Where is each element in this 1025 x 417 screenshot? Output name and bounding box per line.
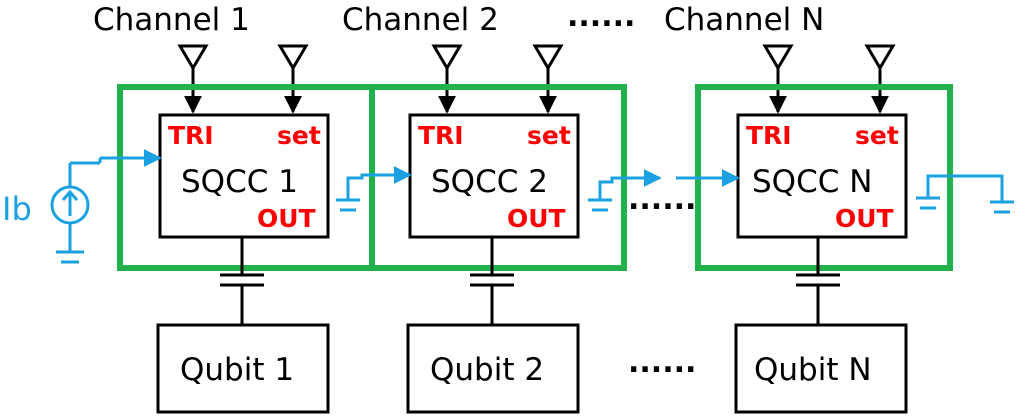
qubit-ellipsis: ...... [628,345,696,380]
channel-label-2: Channel 2 [342,2,499,38]
antenna-icon [762,44,794,114]
qubit-label-n: Qubit N [754,352,872,388]
qubit-box-1 [156,323,330,414]
capacitor-icon [470,237,514,325]
ground-icon [990,200,1014,214]
ground-icon [916,196,940,210]
signal-arrow-1-2 [346,166,412,200]
sqcc-n-out-label: OUT [835,204,894,233]
sqcc-box-1 [158,113,330,239]
sqcc-ellipsis: ...... [628,182,696,217]
channel-ellipsis: ...... [567,0,635,34]
current-source-icon [50,185,90,225]
sqcc-2-set-label: set [527,121,571,150]
qubit-label-1: Qubit 1 [180,352,294,388]
bias-current-label: Ib [2,190,32,228]
sqcc-1-tri-label: TRI [168,121,214,150]
ground-icon [588,198,612,212]
sqcc-2-out-label: OUT [507,204,566,233]
signal-arrow-2-next [598,169,662,200]
qubit-box-2 [406,323,580,414]
antenna-icon [431,44,463,114]
channel-label-n: Channel N [664,2,824,38]
sqcc-1-out-label: OUT [257,204,316,233]
channel-label-1: Channel 1 [93,2,250,38]
sqcc-n-tri-label: TRI [746,121,792,150]
output-wire-n [926,174,1004,202]
antenna-icon [532,44,564,114]
qubit-label-2: Qubit 2 [430,352,544,388]
sqcc-2-name: SQCC 2 [431,164,548,200]
capacitor-icon [796,237,840,325]
sqcc-n-name: SQCC N [752,164,872,200]
capacitor-icon [220,237,264,325]
ground-icon [336,198,360,212]
ground-icon [56,250,84,264]
sqcc-1-name: SQCC 1 [181,164,298,200]
antenna-icon [277,44,309,114]
sqcc-1-set-label: set [277,121,321,150]
antenna-icon [864,44,896,114]
sqcc-2-tri-label: TRI [418,121,464,150]
antenna-icon [177,44,209,114]
sqcc-n-set-label: set [855,121,899,150]
qubit-box-n [734,323,908,414]
